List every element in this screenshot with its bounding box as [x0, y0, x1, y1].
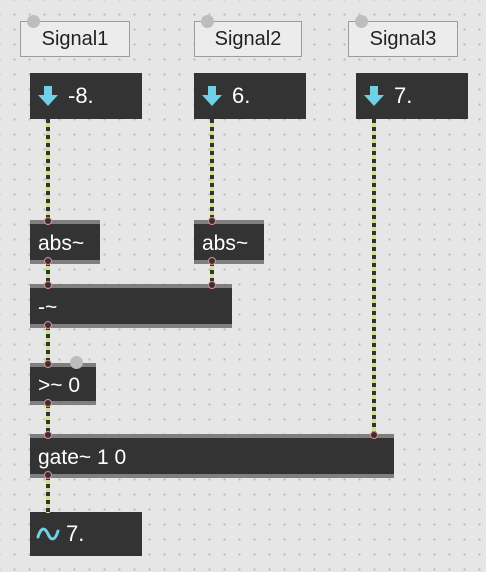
number-box-2-value: 6.	[232, 83, 251, 108]
signal2-label: Signal2	[214, 28, 282, 50]
minus-object-label: -~	[38, 296, 58, 319]
signal3-message[interactable]: Signal3	[348, 15, 458, 57]
abs-object-2[interactable]: abs~	[194, 220, 264, 264]
abs2-outlet[interactable]	[208, 257, 216, 265]
message-knob	[27, 15, 40, 28]
gate-left-inlet[interactable]	[44, 431, 52, 439]
minus-object[interactable]: -~	[30, 284, 232, 328]
down-arrow-icon	[364, 86, 384, 106]
abs-object-1[interactable]: abs~	[30, 220, 100, 264]
abs-object-2-label: abs~	[202, 232, 249, 255]
signal3-label: Signal3	[369, 28, 437, 50]
gte-object-label: >~ 0	[38, 374, 81, 397]
number-box-3[interactable]: 7.	[356, 73, 468, 119]
abs1-outlet[interactable]	[44, 257, 52, 265]
signal1-label: Signal1	[41, 28, 109, 50]
message-knob	[355, 15, 368, 28]
signal2-message[interactable]: Signal2	[194, 15, 302, 57]
minus-outlet[interactable]	[44, 321, 52, 329]
abs1-inlet[interactable]	[44, 217, 52, 225]
signal1-message[interactable]: Signal1	[20, 15, 130, 57]
minus-left-inlet[interactable]	[44, 281, 52, 289]
number-box-1-value: -8.	[68, 83, 94, 108]
minus-right-inlet[interactable]	[208, 281, 216, 289]
number-box-1[interactable]: -8.	[30, 73, 142, 119]
gate-object[interactable]: gate~ 1 0	[30, 434, 394, 478]
number-box-3-value: 7.	[394, 83, 413, 108]
gate-outlet[interactable]	[44, 471, 52, 479]
gte-object[interactable]: >~ 0	[30, 363, 96, 405]
abs-object-1-label: abs~	[38, 232, 85, 255]
gate-object-label: gate~ 1 0	[38, 446, 127, 469]
gte-outlet[interactable]	[44, 399, 52, 407]
signal-number-value: 7.	[66, 521, 85, 546]
down-arrow-icon	[38, 86, 58, 106]
gte-inlet[interactable]	[44, 360, 52, 368]
gate-right-inlet[interactable]	[370, 431, 378, 439]
signal-number-box[interactable]: 7.	[30, 512, 142, 556]
abs2-inlet[interactable]	[208, 217, 216, 225]
number-box-2[interactable]: 6.	[194, 73, 306, 119]
tilde-wave-icon	[36, 527, 60, 541]
down-arrow-icon	[202, 86, 222, 106]
knob-icon	[70, 356, 83, 369]
message-knob	[201, 15, 214, 28]
